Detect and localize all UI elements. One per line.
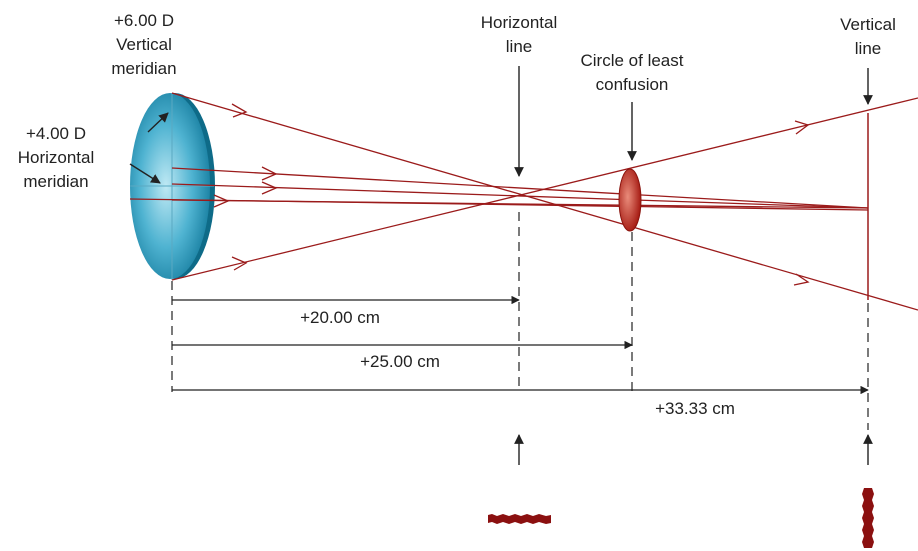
- label-horizontal-line-bottom: line: [506, 37, 532, 56]
- arrow-to-horizontal-meridian: [129, 163, 161, 184]
- distance-label-20: +20.00 cm: [300, 308, 380, 327]
- label-vertical-power: +6.00 D: [114, 11, 174, 30]
- label-horizontal-line-top: Horizontal: [481, 13, 558, 32]
- label-vertical-line-bottom: line: [855, 39, 881, 58]
- label-vertical-meridian: meridian: [111, 59, 176, 78]
- ray-chevron: [231, 103, 248, 118]
- circle-of-least-confusion: [618, 168, 642, 232]
- label-clc-top: Circle of least: [581, 51, 684, 70]
- dashed-guides: [171, 212, 869, 430]
- horizontal-blur-image: [488, 514, 551, 524]
- label-horizontal-meridian: meridian: [23, 172, 88, 191]
- ray-chevron: [261, 181, 278, 195]
- label-horizontal-power: +4.00 D: [26, 124, 86, 143]
- ray-chevron: [213, 194, 230, 208]
- ray-upper-vertical: [171, 92, 918, 311]
- label-horizontal-word: Horizontal: [18, 148, 95, 167]
- cylindrical-lens: [130, 93, 215, 280]
- label-vertical-word: Vertical: [116, 35, 172, 54]
- light-rays: [129, 92, 918, 311]
- distance-label-25: +25.00 cm: [360, 352, 440, 371]
- vertical-blur-image: [862, 488, 874, 548]
- ray-horizontal-2: [171, 183, 869, 209]
- ray-chevron: [793, 273, 810, 286]
- ray-horizontal-1: [171, 167, 869, 209]
- ray-chevron: [794, 120, 810, 135]
- ray-horizontal-4: [129, 198, 869, 211]
- ray-chevron: [261, 166, 278, 181]
- label-vertical-line-top: Vertical: [840, 15, 896, 34]
- label-clc-bottom: confusion: [596, 75, 669, 94]
- ray-chevron: [231, 256, 248, 271]
- distance-label-33: +33.33 cm: [655, 399, 735, 418]
- arrow-to-vertical-meridian: [147, 112, 169, 133]
